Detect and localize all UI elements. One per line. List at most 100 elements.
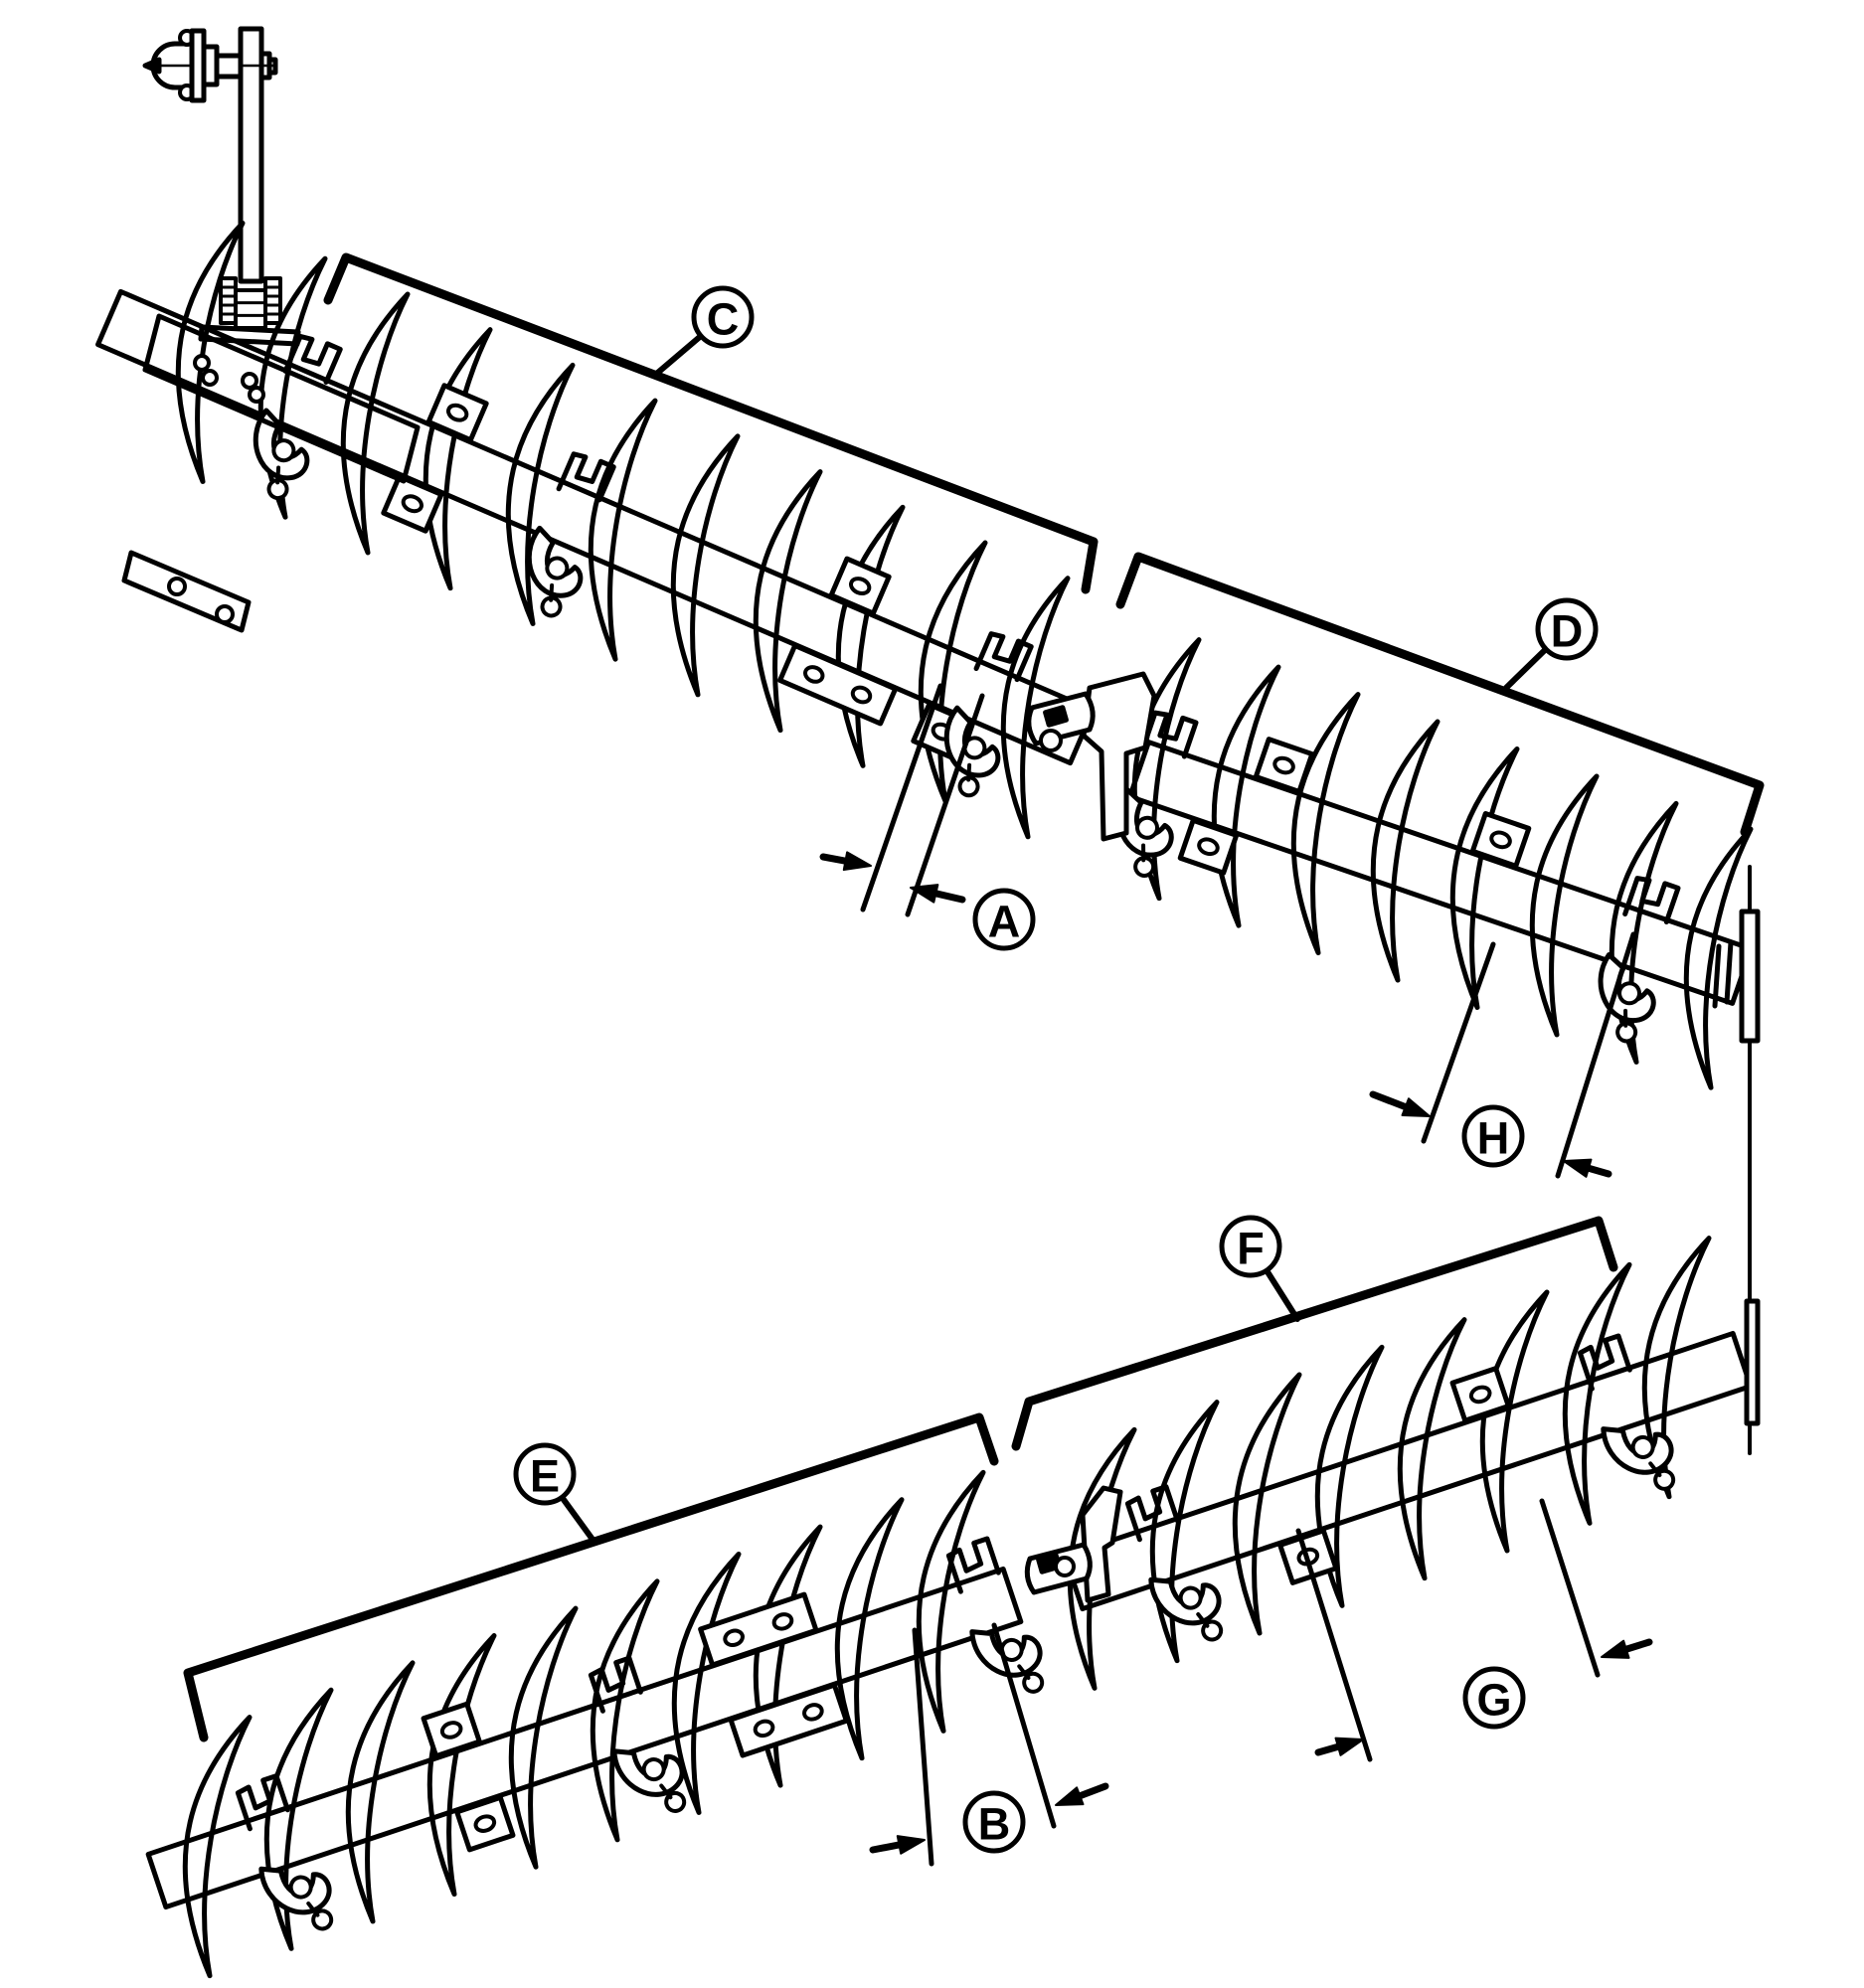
dimension-arrow-shaft xyxy=(1585,1164,1612,1178)
disk-blade xyxy=(182,1715,253,1979)
bearing-hanger xyxy=(945,1536,1045,1694)
dimension-h xyxy=(1369,931,1636,1179)
hanger-bolt-ring xyxy=(1615,1021,1638,1044)
hanger-bolt xyxy=(306,1901,320,1917)
callout-letter: E xyxy=(530,1451,560,1502)
hanger-bolt xyxy=(1017,1664,1031,1681)
part xyxy=(1744,1298,1761,1426)
dimension-arrowhead xyxy=(842,851,872,872)
washer-stack xyxy=(219,276,238,325)
part xyxy=(1712,943,1722,1009)
extension-line xyxy=(1421,941,1496,1144)
hanger-bolt xyxy=(1141,843,1146,863)
dimension-arrowhead xyxy=(1401,1097,1431,1117)
callout-leader xyxy=(559,1494,596,1544)
span-bracket-c xyxy=(323,252,1099,594)
disk-blade xyxy=(345,1660,416,1924)
part xyxy=(167,577,187,596)
disk-blade xyxy=(1479,1289,1550,1554)
dimension-arrow-shaft xyxy=(932,890,966,904)
spool-hole xyxy=(401,494,424,514)
dimension-arrow-shaft xyxy=(819,853,849,865)
part xyxy=(266,57,278,76)
hanger-yoke xyxy=(235,1773,290,1832)
gang-c xyxy=(95,220,1096,840)
detail-parts xyxy=(121,26,1761,1603)
bearing-hanger xyxy=(1115,710,1199,878)
washer-stack xyxy=(263,276,282,325)
bearing-hanger xyxy=(253,333,343,501)
gang-e xyxy=(145,1469,1045,1979)
disk-blade xyxy=(1683,826,1754,1090)
hanger-yoke xyxy=(1577,1333,1632,1392)
hanger-bolt-ring xyxy=(266,478,289,501)
disk-blade xyxy=(834,1497,905,1761)
hanger-yoke xyxy=(973,631,1034,683)
callout-g: G xyxy=(1462,1666,1526,1730)
hanger-yoke xyxy=(1140,710,1199,759)
hanger-bolt-hole xyxy=(288,1875,313,1900)
bearing-hanger xyxy=(1577,1333,1676,1491)
spool-hole xyxy=(849,577,872,595)
gang-d xyxy=(1115,637,1754,1090)
link-plate xyxy=(698,1591,819,1668)
part xyxy=(1039,729,1063,752)
callout-letter: C xyxy=(707,294,740,345)
hanger-bolt-hole xyxy=(641,1757,666,1782)
link-plate-hole xyxy=(802,1703,824,1722)
spool-hole xyxy=(473,1814,497,1833)
bearing-hanger xyxy=(588,1655,687,1813)
callout-d: D xyxy=(1503,597,1599,691)
extension-line xyxy=(912,1627,934,1867)
hanger-bolt xyxy=(966,762,972,782)
link-plate xyxy=(728,1682,849,1758)
callout-e: E xyxy=(513,1442,596,1544)
part xyxy=(121,550,252,633)
callout-circle xyxy=(513,1442,577,1506)
link-plate-hole xyxy=(771,1612,794,1631)
callout-leader xyxy=(1264,1267,1300,1322)
callout-circle xyxy=(972,888,1036,951)
gang-f xyxy=(1062,1236,1754,1691)
link-plate xyxy=(777,643,899,727)
spool-hole xyxy=(1468,1385,1492,1405)
dimension-arrowhead xyxy=(1601,1639,1630,1659)
dimension-arrowhead xyxy=(910,884,939,904)
callout-letter: A xyxy=(988,897,1021,947)
part xyxy=(214,53,244,80)
hanger-bolt xyxy=(1623,1008,1628,1028)
disk-blade xyxy=(1211,664,1281,928)
dimension-arrow-shaft xyxy=(1314,1742,1342,1756)
hanger-yoke xyxy=(588,1655,643,1714)
bearing-hanger xyxy=(1124,1484,1224,1642)
disk-blade xyxy=(1397,1317,1467,1581)
part xyxy=(248,386,265,404)
callout-f: F xyxy=(1219,1215,1300,1322)
span-bracket-d xyxy=(1115,552,1765,837)
part xyxy=(1054,1556,1076,1577)
spool-hole xyxy=(1272,755,1295,775)
disk-blade xyxy=(1131,637,1202,902)
hanger-bolt-hole xyxy=(1630,1434,1655,1459)
callout-leader xyxy=(1503,646,1549,691)
hanger-bolt-ring xyxy=(540,595,563,618)
callout-circle xyxy=(1535,597,1599,661)
callout-circle xyxy=(962,1790,1026,1854)
link-plate-hole xyxy=(850,685,873,705)
disk-blade xyxy=(1529,773,1600,1038)
disk-blade xyxy=(1290,692,1361,956)
disk-blade xyxy=(508,1605,579,1870)
part xyxy=(1080,1485,1123,1603)
hanger-bolt xyxy=(659,1783,673,1800)
gang-tube xyxy=(145,1566,1024,1910)
spool-hole xyxy=(1489,830,1512,850)
part xyxy=(241,372,258,390)
callout-h: H xyxy=(1461,1104,1525,1168)
hanger-bolt-hole xyxy=(1178,1585,1203,1610)
extension-line xyxy=(905,693,985,917)
disk-blade xyxy=(263,1687,334,1951)
disk-blade xyxy=(588,398,658,662)
part xyxy=(1739,909,1761,1044)
part xyxy=(238,26,264,284)
